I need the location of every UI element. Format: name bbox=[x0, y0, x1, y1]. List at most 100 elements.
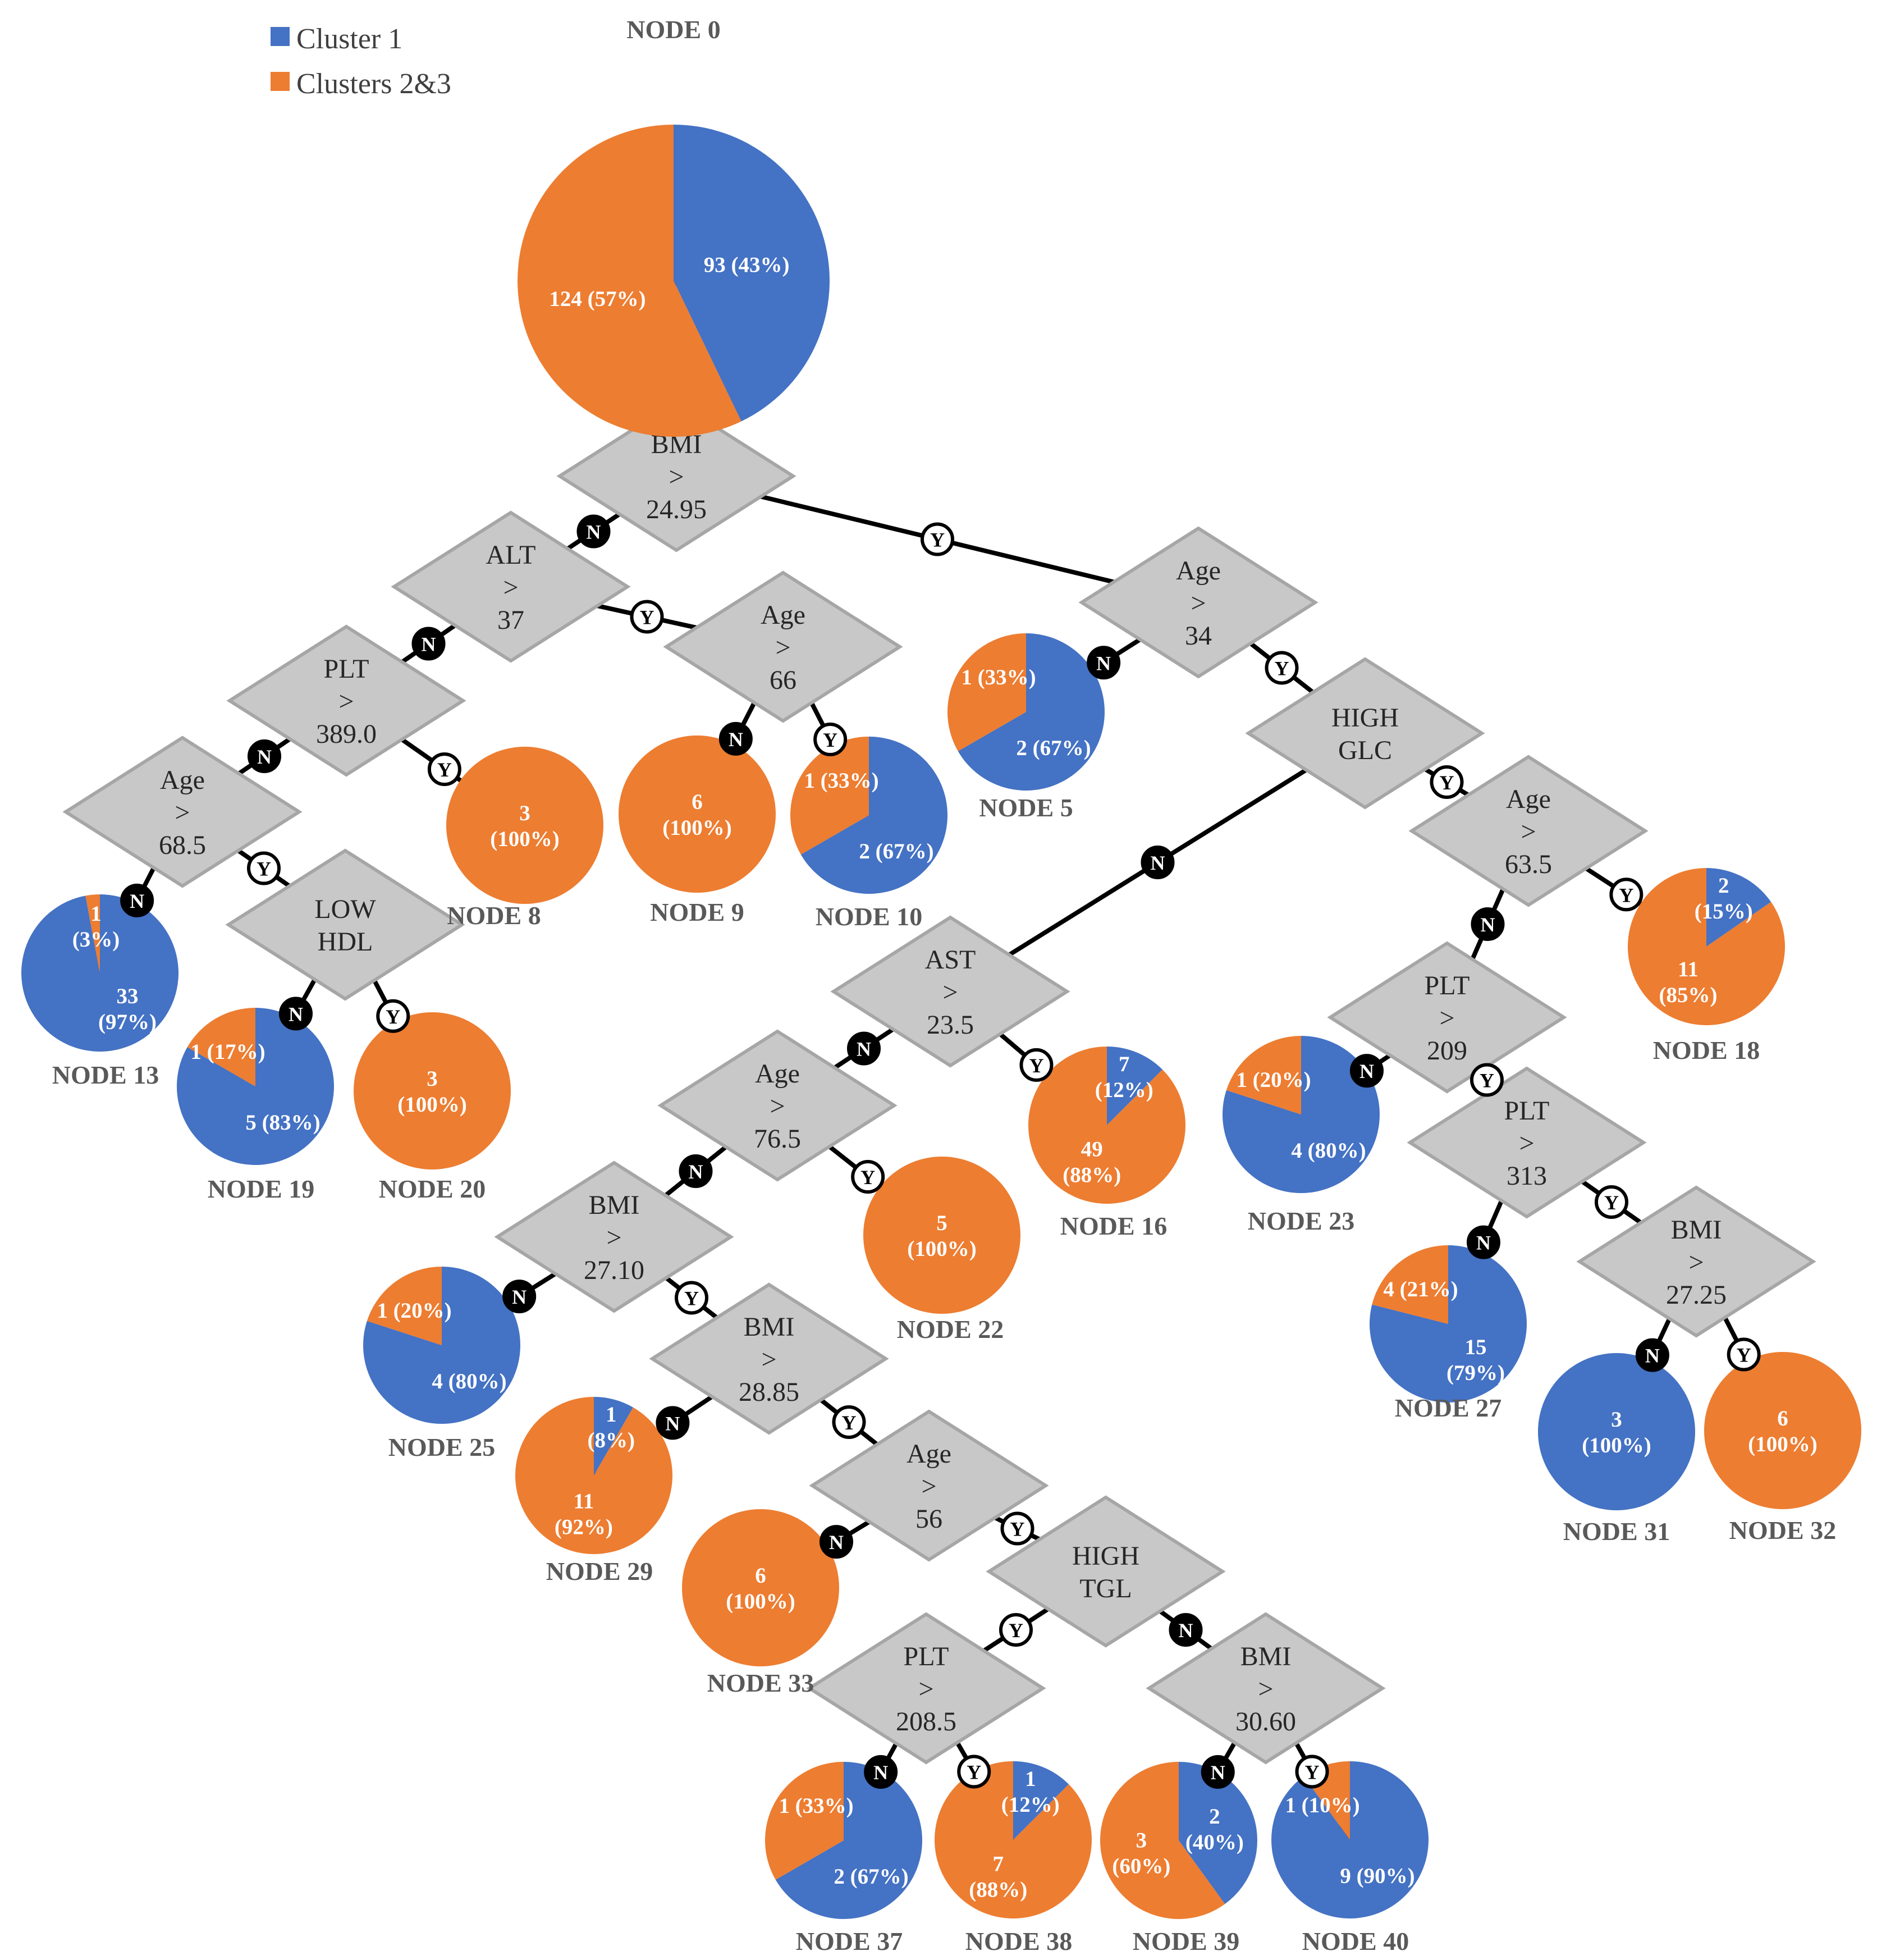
decision-text-line: Age bbox=[1176, 556, 1221, 586]
yes-badge-label: Y bbox=[930, 529, 945, 551]
slice-clusters-2-3 bbox=[85, 894, 100, 973]
data-label-clusters-2-3: 4 (21%) bbox=[1383, 1277, 1458, 1301]
node-title: NODE 29 bbox=[546, 1557, 653, 1586]
yes-badge-label: Y bbox=[437, 759, 452, 781]
data-label-cluster-1: 9 (90%) bbox=[1340, 1864, 1414, 1888]
slice-cluster-1 bbox=[775, 1762, 923, 1920]
no-badge-label: N bbox=[422, 633, 436, 656]
yes-badge-circle bbox=[1595, 1185, 1628, 1219]
decision-text-line: > bbox=[775, 633, 790, 663]
decision-text-line: TGL bbox=[1079, 1574, 1132, 1603]
no-badge-circle bbox=[411, 627, 446, 661]
decision-text-line: > bbox=[175, 798, 190, 828]
decision-text-line: 23.5 bbox=[927, 1010, 974, 1040]
slice-cluster-1 bbox=[1538, 1353, 1695, 1510]
decision-text-line: BMI bbox=[1671, 1215, 1722, 1245]
data-label-cluster-1: 4 (80%) bbox=[1291, 1139, 1366, 1163]
yes-branch-badge: Y bbox=[999, 1613, 1033, 1647]
decision-text-line: AST bbox=[925, 945, 976, 975]
decision-text-line: PLT bbox=[1504, 1096, 1550, 1126]
node-title: NODE 39 bbox=[1133, 1927, 1239, 1956]
yes-branch-badge: Y bbox=[1470, 1063, 1504, 1097]
no-branch-badge: N bbox=[718, 721, 753, 756]
no-badge-circle bbox=[1467, 1225, 1500, 1259]
yes-badge-label: Y bbox=[386, 1006, 400, 1028]
yes-badge-circle bbox=[1470, 1063, 1504, 1097]
no-badge-circle bbox=[864, 1755, 898, 1789]
decision-diamond bbox=[391, 510, 631, 663]
decision-diamond bbox=[1576, 1185, 1816, 1338]
no-badge-label: N bbox=[1481, 913, 1495, 936]
data-label-cluster-1: 1 bbox=[1025, 1767, 1036, 1791]
pie-node-5: 2 (67%)1 (33%)NODE 5 bbox=[947, 633, 1105, 822]
decision-text-line: 24.95 bbox=[646, 495, 707, 524]
yes-branch-badge: Y bbox=[1609, 878, 1643, 912]
no-badge-label: N bbox=[1151, 852, 1165, 874]
slice-clusters-2-3 bbox=[515, 1397, 673, 1555]
data-label-clusters-2-3: 1 (10%) bbox=[1285, 1793, 1359, 1817]
no-badge-label: N bbox=[729, 728, 743, 751]
yes-badge-circle bbox=[1727, 1337, 1761, 1372]
decision-text-line: > bbox=[338, 687, 354, 716]
no-badge-label: N bbox=[1096, 652, 1111, 674]
yes-branch-badge: Y bbox=[376, 999, 410, 1033]
yes-branch-badge: Y bbox=[1265, 651, 1299, 685]
data-label-clusters-2-3: 1 (20%) bbox=[377, 1299, 451, 1323]
yes-badge-label: Y bbox=[1009, 1619, 1023, 1642]
no-badge-circle bbox=[820, 1525, 853, 1559]
legend: Cluster 1 Clusters 2&3 bbox=[271, 23, 451, 100]
slice-cluster-1 bbox=[800, 737, 947, 894]
yes-badge-label: Y bbox=[823, 729, 837, 751]
decision-text-line: 68.5 bbox=[159, 830, 206, 860]
pie-node-37: 2 (67%)1 (33%)NODE 37 bbox=[765, 1762, 923, 1956]
legend-label-cluster-1: Cluster 1 bbox=[296, 23, 402, 55]
data-label-cluster-1: 33 bbox=[117, 984, 139, 1008]
decision-age-76-5: Age>76.5 bbox=[657, 1029, 898, 1182]
legend-swatch-clusters-2-3 bbox=[271, 72, 290, 91]
pie-node-8: 3(100%)NODE 8 bbox=[446, 747, 603, 930]
slice-cluster-1 bbox=[674, 125, 830, 422]
no-badge-label: N bbox=[665, 1412, 680, 1434]
slice-clusters-2-3 bbox=[934, 1761, 1092, 1918]
slice-clusters-2-3 bbox=[790, 737, 869, 855]
data-label-clusters-2-3: 6 bbox=[1777, 1406, 1788, 1431]
data-label-cluster-1: 3 bbox=[1611, 1408, 1622, 1432]
decision-text-line: 27.10 bbox=[584, 1255, 644, 1285]
node-title: NODE 9 bbox=[650, 898, 744, 926]
no-badge-label: N bbox=[289, 1003, 303, 1025]
no-branch-badge: N bbox=[1471, 907, 1505, 941]
pie-node-18: 2(15%)11(85%)NODE 18 bbox=[1628, 868, 1786, 1064]
no-badge-circle bbox=[1141, 846, 1175, 879]
yes-branch-badge: Y bbox=[1430, 765, 1464, 799]
node-title: NODE 37 bbox=[796, 1927, 903, 1956]
node-title: NODE 8 bbox=[447, 901, 541, 930]
decision-plt-389: PLT>389.0 bbox=[226, 624, 466, 777]
data-label-clusters-2-3: 1 (33%) bbox=[804, 769, 878, 793]
no-badge-circle bbox=[718, 721, 753, 756]
yes-badge-circle bbox=[1019, 1048, 1054, 1082]
decision-diamond bbox=[556, 400, 796, 552]
data-label-cluster-1: (15%) bbox=[1695, 899, 1753, 924]
data-label-clusters-2-3: 6 bbox=[755, 1564, 766, 1588]
no-branch-badge: N bbox=[1087, 646, 1121, 680]
data-label-cluster-1: 5 (83%) bbox=[245, 1111, 320, 1135]
data-label-cluster-1: 7 bbox=[1119, 1052, 1130, 1076]
data-label-clusters-2-3: (88%) bbox=[969, 1878, 1027, 1902]
no-badge-label: N bbox=[857, 1038, 871, 1061]
data-label-clusters-2-3: 3 bbox=[1136, 1829, 1147, 1853]
decision-age-56: Age>56 bbox=[809, 1409, 1049, 1562]
slice-clusters-2-3 bbox=[947, 633, 1026, 751]
decision-text-line: 37 bbox=[497, 605, 524, 635]
node-title: NODE 33 bbox=[707, 1669, 814, 1697]
decision-age-34: Age>34 bbox=[1078, 526, 1319, 679]
data-label-cluster-1: 2 (67%) bbox=[1016, 736, 1091, 760]
data-label-clusters-2-3: (60%) bbox=[1112, 1854, 1170, 1879]
data-label-clusters-2-3: (100%) bbox=[726, 1589, 795, 1614]
no-badge-circle bbox=[576, 514, 611, 549]
yes-badge-label: Y bbox=[860, 1166, 875, 1189]
decision-text-line: 389.0 bbox=[316, 719, 377, 749]
slice-clusters-2-3 bbox=[1704, 1352, 1861, 1509]
decision-text-line: LOW bbox=[314, 894, 376, 924]
yes-badge-circle bbox=[247, 851, 281, 885]
node-title: NODE 32 bbox=[1729, 1516, 1836, 1545]
